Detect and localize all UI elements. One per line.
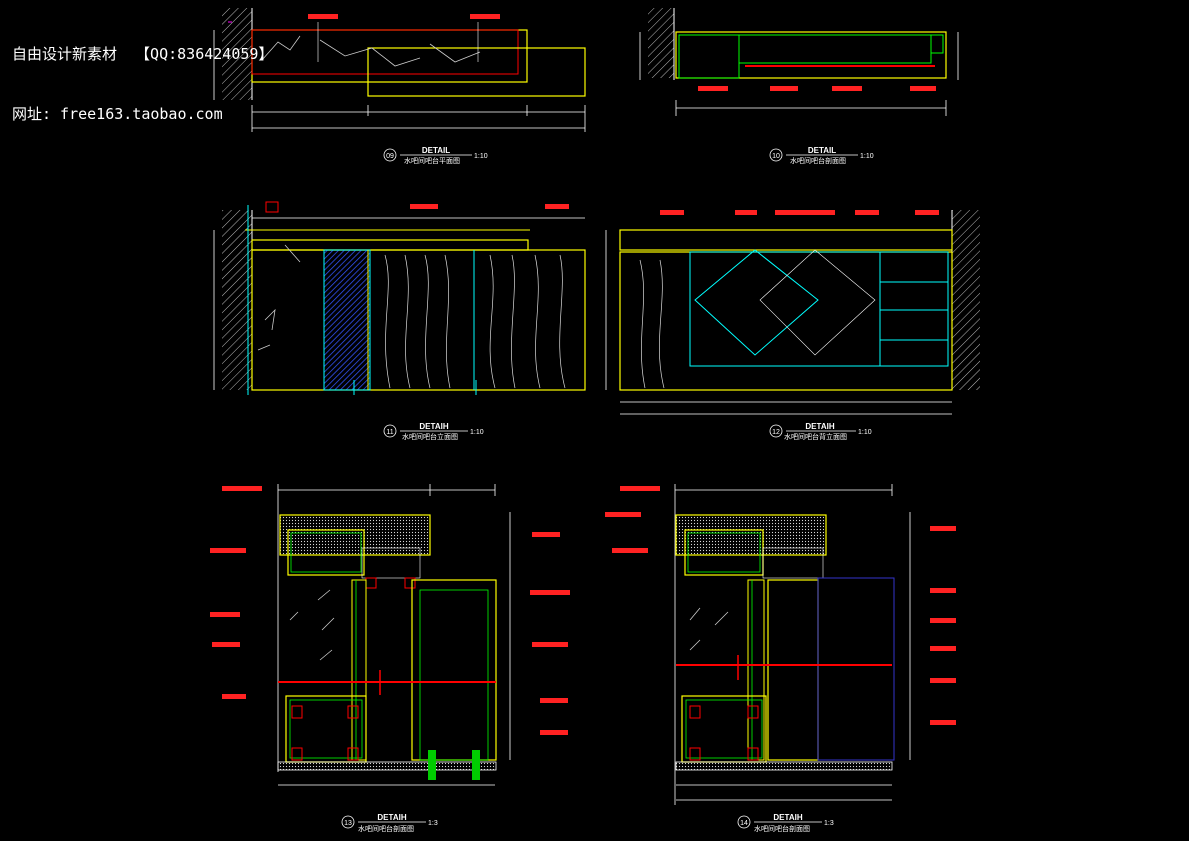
title-block-10-scale: 1:10 (860, 153, 874, 160)
title-block-10-title: DETAIL (808, 146, 836, 155)
title-block-14-subtitle: 水吧间吧台剖面图 (754, 824, 810, 833)
watermark: 自由设计新素材 【QQ:836424059】 网址: free163.taoba… (12, 4, 273, 144)
drawing-13-section (210, 484, 570, 786)
drawing-14-section (605, 484, 956, 805)
title-block-09: 09 DETAIL 水吧间吧台平面图 1:10 (383, 146, 488, 165)
title-block-13-id: 13 (344, 820, 352, 827)
drawing-10-section (639, 8, 959, 116)
title-block-10: 10 DETAIL 水吧间吧台剖面图 1:10 (769, 146, 874, 165)
title-block-12: 12 DETAIH 水吧间吧台背立面图 1:10 (769, 422, 872, 441)
drawing-12-back-elevation (605, 210, 980, 415)
title-block-13: 13 DETAIH 水吧间吧台剖面图 1:3 (341, 813, 438, 833)
title-block-14-scale: 1:3 (824, 820, 834, 827)
title-block-09-title: DETAIL (422, 146, 450, 155)
watermark-line-1: 自由设计新素材 【QQ:836424059】 (12, 45, 274, 63)
title-block-12-subtitle: 水吧间吧台背立面图 (784, 432, 847, 441)
drawing-09-plan (213, 8, 586, 132)
title-block-13-scale: 1:3 (428, 820, 438, 827)
drawing-11-elevation (213, 201, 586, 395)
title-block-11-subtitle: 水吧间吧台立面图 (402, 432, 458, 441)
title-block-09-id: 09 (386, 153, 394, 160)
title-block-11: 11 DETAIH 水吧间吧台立面图 1:10 (383, 422, 484, 441)
title-block-12-scale: 1:10 (858, 429, 872, 436)
title-block-12-title: DETAIH (805, 422, 834, 431)
title-block-11-title: DETAIH (419, 422, 448, 431)
title-block-10-subtitle: 水吧间吧台剖面图 (790, 156, 846, 165)
title-block-11-scale: 1:10 (470, 429, 484, 436)
title-block-12-id: 12 (772, 429, 780, 436)
title-block-13-title: DETAIH (377, 813, 406, 822)
title-block-09-scale: 1:10 (474, 153, 488, 160)
title-block-14-title: DETAIH (773, 813, 802, 822)
title-block-11-id: 11 (386, 429, 393, 436)
title-block-09-subtitle: 水吧间吧台平面图 (404, 156, 460, 165)
title-block-13-subtitle: 水吧间吧台剖面图 (358, 824, 414, 833)
watermark-line-2: 网址: free163.taobao.com (12, 105, 223, 123)
title-block-14-id: 14 (740, 820, 748, 827)
title-block-10-id: 10 (772, 153, 780, 160)
title-block-14: 14 DETAIH 水吧间吧台剖面图 1:3 (737, 813, 834, 833)
